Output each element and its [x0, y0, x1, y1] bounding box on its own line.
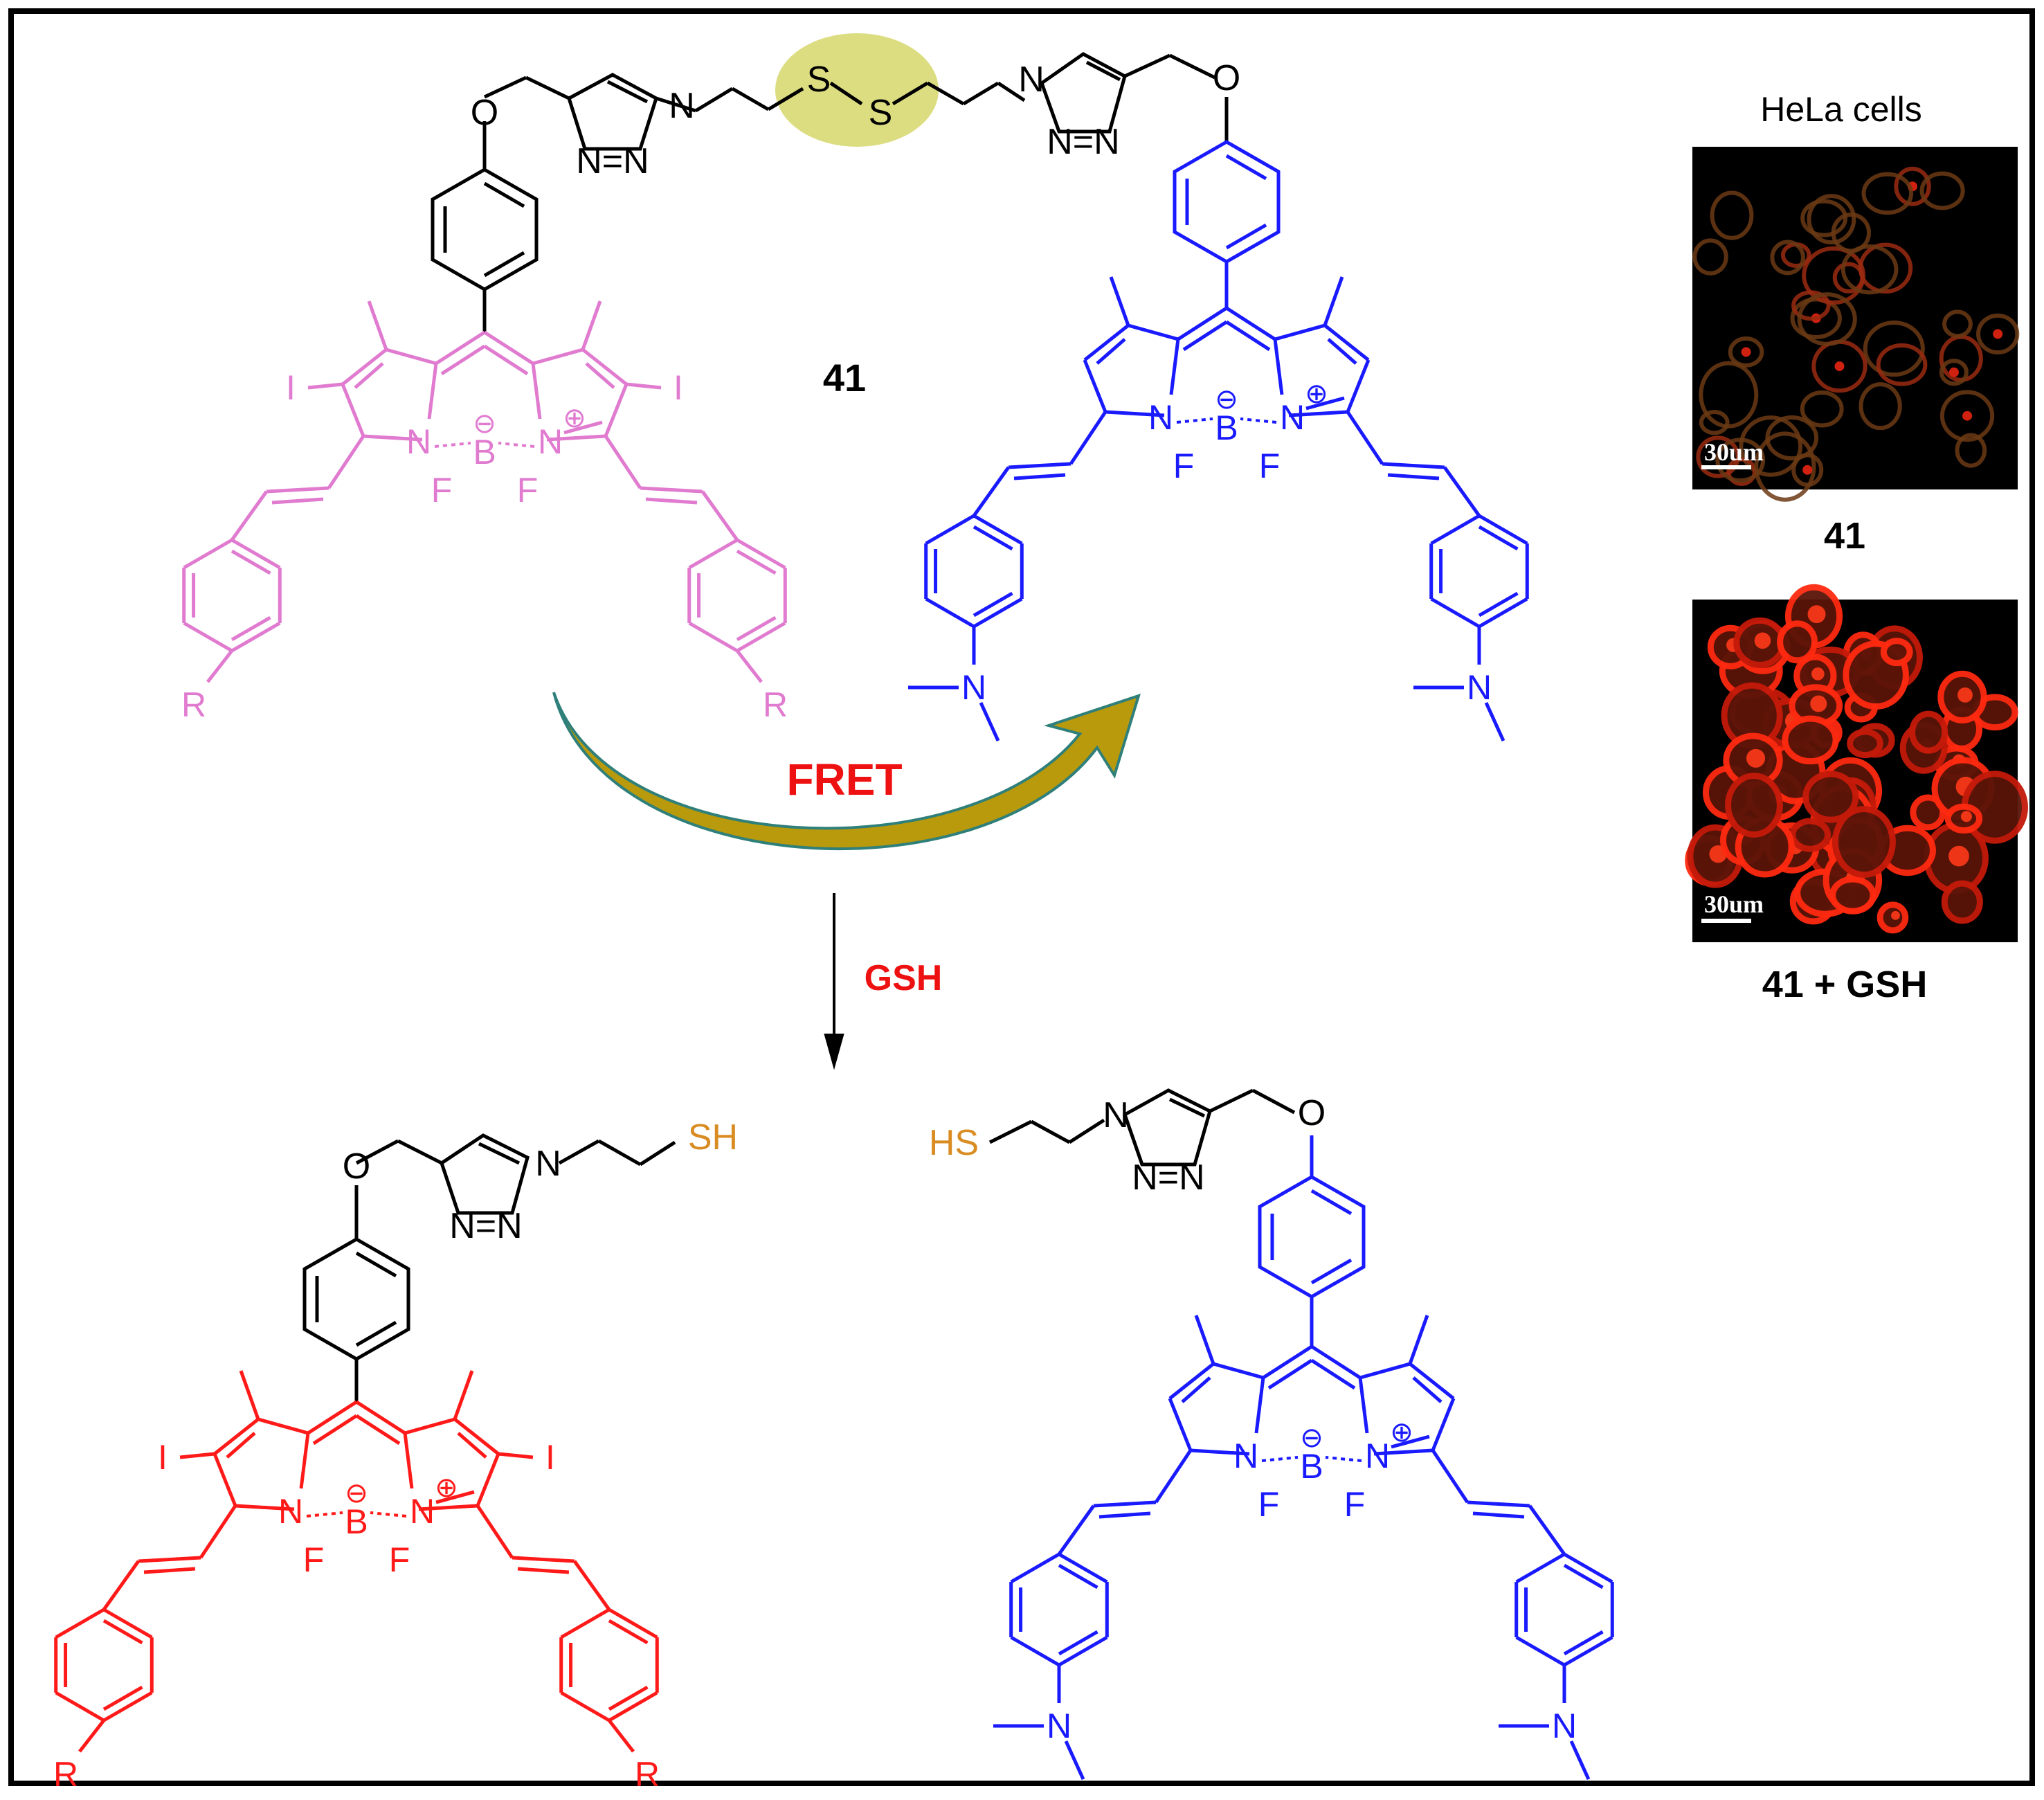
atom-f-left: F	[1258, 1485, 1280, 1524]
atom-n-bottom-left-triazole: N	[535, 1144, 561, 1184]
atom-f-left: F	[1173, 447, 1195, 485]
substituent-r-right: R	[635, 1755, 660, 1794]
scale-bar-label-2: 30um	[1704, 890, 1764, 918]
atom-n-core-right: N	[410, 1492, 435, 1531]
charge-minus: ⊖	[473, 408, 496, 439]
atom-n-right-triazole: N	[1018, 60, 1044, 100]
atom-f-right: F	[389, 1540, 410, 1579]
atom-s1: S	[807, 60, 831, 100]
released-donor-bodipy: N N B⊖ ⊕ F F I I R R	[53, 1370, 660, 1794]
atom-b-core: B	[473, 433, 496, 471]
atom-o-bottom-left: O	[343, 1146, 370, 1187]
gsh-label: GSH	[865, 958, 943, 998]
atom-f-right: F	[1344, 1485, 1366, 1524]
atom-i-left: I	[286, 368, 296, 407]
figure-frame	[8, 8, 2035, 1786]
atom-f-left: F	[431, 471, 453, 510]
bottom-right-phenyl	[1258, 1135, 1366, 1347]
atom-n-core-right: N	[538, 422, 563, 461]
atom-n-core-left: N	[1233, 1437, 1258, 1475]
scale-bar-label-1: 30um	[1704, 438, 1764, 466]
atom-n-core-right: N	[1280, 398, 1305, 437]
atom-nme2-right: N	[1467, 668, 1492, 707]
atom-s2: S	[869, 93, 893, 133]
atom-o-left-top: O	[471, 93, 498, 133]
atom-f-right: F	[517, 471, 539, 510]
substituent-r-right: R	[763, 685, 788, 724]
atom-nme2-left: N	[961, 668, 986, 707]
charge-minus: ⊖	[1215, 384, 1238, 415]
substituent-r-left: R	[53, 1755, 78, 1794]
charge-plus: ⊕	[563, 403, 586, 433]
atom-n-core-left: N	[406, 422, 431, 461]
cell-image-41-caption: 41	[1824, 515, 1865, 557]
atom-b-core: B	[1215, 408, 1238, 447]
atom-nn-right-triazole: N=N	[1047, 122, 1119, 162]
top-left-phenyl	[431, 168, 539, 332]
disulfide-highlight	[775, 33, 939, 147]
atom-i-right: I	[545, 1438, 555, 1477]
thiol-hs-right: HS	[929, 1123, 979, 1163]
charge-plus: ⊕	[435, 1473, 458, 1503]
fret-label: FRET	[786, 755, 902, 804]
cell-image-41: 30um	[1692, 147, 2020, 502]
charge-minus: ⊖	[1300, 1423, 1323, 1453]
panel-title: HeLa cells	[1760, 90, 1921, 129]
bottom-right-linker	[988, 1088, 1296, 1167]
atom-nme2-right: N	[1552, 1707, 1577, 1745]
bottom-left-linker	[354, 1133, 676, 1239]
atom-b-core: B	[345, 1502, 368, 1541]
top-linker	[482, 52, 1229, 170]
fret-arrow	[552, 692, 1141, 851]
atom-o-bottom-right: O	[1298, 1093, 1326, 1133]
atom-n-bottom-right-triazole: N	[1103, 1095, 1129, 1135]
gsh-arrow	[824, 893, 844, 1070]
charge-plus: ⊕	[1305, 379, 1328, 409]
compound-label: 41	[823, 356, 866, 399]
atom-n-core-left: N	[1148, 398, 1173, 437]
atom-f-right: F	[1259, 447, 1281, 485]
atom-n-left-triazole: N	[669, 86, 695, 126]
atom-i-right: I	[673, 368, 683, 407]
atom-i-left: I	[158, 1438, 168, 1477]
charge-plus: ⊕	[1390, 1417, 1413, 1448]
atom-b-core: B	[1300, 1447, 1323, 1486]
cell-image-41-gsh-caption: 41 + GSH	[1762, 964, 1928, 1005]
atom-nn-bottom-left-triazole: N=N	[449, 1206, 522, 1246]
substituent-r-left: R	[181, 685, 206, 724]
cell-image-41-gsh: 30um	[1685, 584, 2028, 942]
thiol-sh-left: SH	[688, 1117, 738, 1158]
atom-nme2-left: N	[1047, 1707, 1071, 1745]
atom-n-core-left: N	[278, 1492, 303, 1531]
charge-minus: ⊖	[345, 1478, 368, 1509]
atom-n-core-right: N	[1365, 1437, 1390, 1475]
top-right-phenyl	[1173, 140, 1281, 308]
bottom-left-phenyl	[302, 1237, 410, 1402]
atom-o-right-top: O	[1213, 58, 1240, 98]
atom-nn-bottom-right-triazole: N=N	[1132, 1158, 1204, 1198]
atom-nn-left-triazole: N=N	[576, 141, 649, 181]
atom-f-left: F	[303, 1540, 325, 1579]
donor-bodipy-top: N N B⊖ ⊕ F F I I R R	[181, 300, 788, 724]
